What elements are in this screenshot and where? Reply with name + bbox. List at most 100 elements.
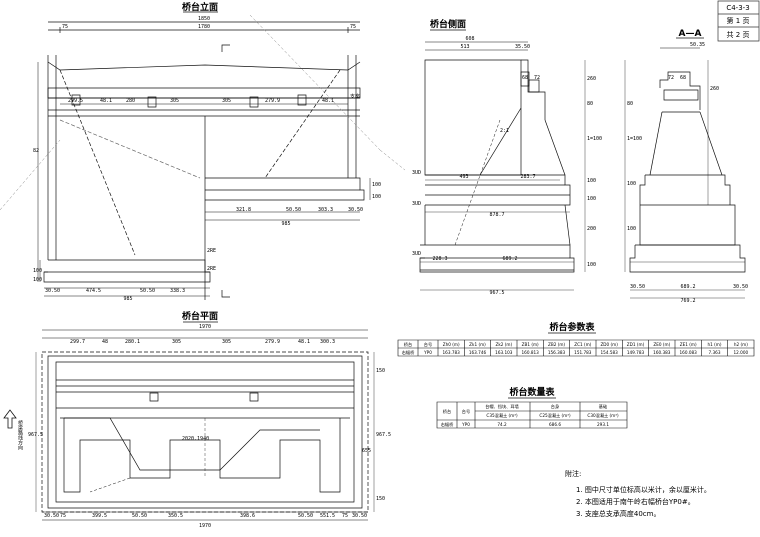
- sheet-number: 第 1 页: [727, 16, 750, 25]
- side-dim-base-left: 228.3: [432, 256, 447, 262]
- note-item-1: 2. 本图适用于南午岭右幅桥台YP0#。: [576, 497, 695, 506]
- elevation-title: 桥台立面: [182, 1, 218, 13]
- plan-dim-top-4: 305: [222, 339, 231, 345]
- elev-dim-row-5: 279.9: [265, 98, 280, 104]
- plan-dim-rv-2: 655: [362, 448, 371, 454]
- title-block-frame: [718, 1, 759, 41]
- plan-dim-top-2: 280.1: [125, 339, 140, 345]
- elev-dim-vr-0: 100: [372, 182, 381, 188]
- plan-dim-bottom-total: 1970: [199, 523, 211, 529]
- params-header-cell: ZC1 (m): [574, 342, 592, 347]
- plan-dim-center: 2020.1940: [182, 436, 209, 442]
- plan-dim-b-9: 30.50: [352, 513, 367, 519]
- params-header-cell: ZB2 (m): [548, 342, 565, 347]
- side-view: [420, 42, 585, 290]
- qty-h-3: 台身: [551, 403, 559, 410]
- plan-dim-top-5: 279.9: [265, 339, 280, 345]
- params-header-cell: ZB1 (m): [522, 342, 539, 347]
- params-cell: 160.083: [680, 350, 698, 355]
- elev-dim-row-3: 305: [170, 98, 179, 104]
- notes-heading: 附注:: [565, 469, 581, 478]
- params-header-cell: Zk1 (m): [469, 342, 486, 347]
- note-item-0: 1. 图中尺寸单位标高以米计，余以厘米计。: [576, 485, 711, 494]
- params-cell: 右幅桥: [402, 349, 415, 356]
- elev-mark-0: 2RE: [207, 248, 216, 254]
- elev-dim-top-right: 75: [350, 24, 356, 30]
- params-cell: 160.813: [522, 350, 540, 355]
- elevation-view: [38, 22, 370, 300]
- qty-sub-1: C25混凝土 (m³): [539, 412, 571, 419]
- elev-dim-row-2: 280: [126, 98, 135, 104]
- side-v-4: 100: [587, 196, 596, 202]
- side-v-0: 260: [587, 76, 596, 82]
- elev-dim-vr-1: 100: [372, 194, 381, 200]
- qty-r0-c4: 293.1: [597, 422, 609, 427]
- qty-r0-c2: 74.2: [497, 422, 507, 427]
- side-slope: 2:1: [500, 128, 509, 134]
- elev-dim-row-4: 305: [222, 98, 231, 104]
- side-dim-inner-1: 72: [534, 75, 540, 81]
- quantity-table: [437, 402, 627, 428]
- params-table: [398, 340, 754, 356]
- elev-dim-row-6: 48.1: [322, 98, 334, 104]
- side-dim-mid-left: 493: [459, 174, 468, 180]
- section-v-2: 1=100: [627, 136, 642, 142]
- plan-dim-b-3: 50.50: [132, 513, 147, 519]
- plan-title: 桥台平面: [182, 310, 218, 322]
- elev-dim-base-1: 474.5: [86, 288, 101, 294]
- elev-dim-vb-1: 100: [33, 277, 42, 283]
- side-v-5: 200: [587, 226, 596, 232]
- params-header-cell: ZE0 (m): [653, 342, 670, 347]
- elevation-cut-lines: [0, 15, 405, 210]
- params-title: 桥台参数表: [549, 321, 595, 333]
- side-dim-base-total: 967.5: [489, 290, 504, 296]
- elev-dim-br-total: 985: [281, 221, 290, 227]
- plan-dim-b-8: 75: [342, 513, 348, 519]
- plan-dim-top-total: 1970: [199, 324, 211, 330]
- side-dim-base-right: 689.2: [502, 256, 517, 262]
- section-dim-base-left: 30.50: [630, 284, 645, 290]
- side-v-1: 80: [587, 101, 593, 107]
- params-cell: 160.383: [653, 350, 671, 355]
- params-header-cell: Zk2 (m): [496, 342, 513, 347]
- section-view: [625, 48, 745, 298]
- plan-dim-top-3: 305: [172, 339, 181, 345]
- elev-dim-base-total: 985: [123, 296, 132, 302]
- elev-dim-base-0: 30.50: [45, 288, 60, 294]
- qty-sub-0: C35混凝土 (m³): [486, 412, 518, 419]
- section-title: A—A: [679, 29, 702, 39]
- params-cell: 149.783: [627, 350, 645, 355]
- side-dim-mid-right: 283.7: [520, 174, 535, 180]
- params-cell: 156.383: [548, 350, 566, 355]
- elev-dim-br-2: 303.3: [318, 207, 333, 213]
- params-header-cell: h2 (m): [734, 342, 748, 347]
- elev-dim-base-3: 338.3: [170, 288, 185, 294]
- plan-dim-top-7: 300.3: [320, 339, 335, 345]
- plan-dim-b-2: 399.5: [92, 513, 107, 519]
- section-dim-inner-1: 68: [680, 75, 686, 81]
- qty-h-0: 桥台: [443, 408, 451, 415]
- plan-dim-b-1: 75: [60, 513, 66, 519]
- section-dim-base-total: 769.2: [680, 298, 695, 304]
- plan-dim-b-5: 398.6: [240, 513, 255, 519]
- plan-dim-b-7: 551.5: [320, 513, 335, 519]
- sheet-total: 共 2 页: [727, 30, 750, 39]
- elev-dim-base-2: 50.50: [140, 288, 155, 294]
- side-dim-top-right: 35.50: [515, 44, 530, 50]
- params-cell: 151.783: [574, 350, 592, 355]
- plan-dim-b-4: 350.5: [168, 513, 183, 519]
- section-dim-top: 50.35: [690, 42, 705, 48]
- qty-r0-c0: 右幅桥: [441, 421, 454, 428]
- side-dim-inner-0: 68: [522, 75, 528, 81]
- qty-sub-2: C30混凝土 (m³): [587, 412, 619, 419]
- side-mark-0: 3UD: [412, 170, 421, 176]
- plan-dim-b-6: 50.50: [298, 513, 313, 519]
- plan-dim-rv-1: 967.5: [376, 432, 391, 438]
- elev-dim-top2: 1780: [198, 24, 210, 30]
- note-item-2: 3. 支座总支承高度40cm。: [576, 509, 660, 518]
- elev-dim-top1: 1850: [198, 16, 210, 22]
- section-dim-base-right: 30.50: [733, 284, 748, 290]
- params-header-cell: 桥台: [404, 341, 412, 348]
